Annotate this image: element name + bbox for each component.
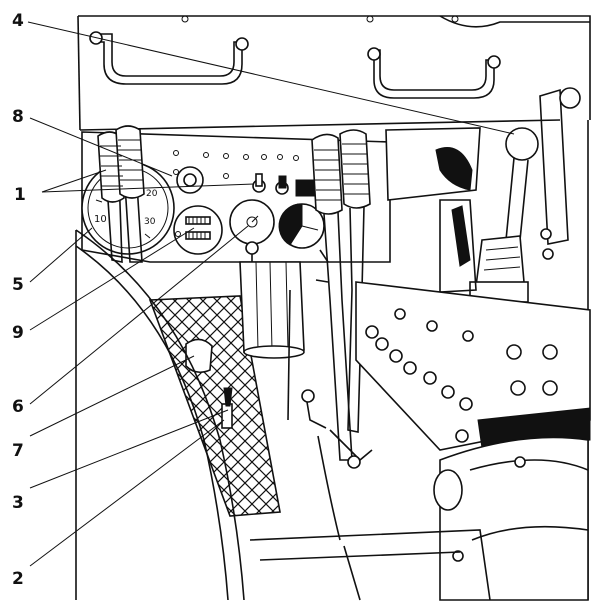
- counter-gauge: [173, 205, 223, 255]
- callout-7: 7: [12, 441, 24, 461]
- callout-5: 5: [12, 275, 24, 295]
- speedo-tick-20: 20: [146, 189, 158, 199]
- right-lever-grips: [311, 129, 371, 215]
- hatch-rim: [75, 229, 245, 601]
- engine-block: [355, 281, 591, 451]
- callout-2: 2: [12, 569, 24, 589]
- floor-latch: [221, 387, 233, 429]
- gear-shift-assembly: [469, 127, 539, 303]
- callout-8: 8: [12, 107, 24, 127]
- callout-9: 9: [12, 323, 24, 343]
- fuel-tank: [239, 261, 305, 359]
- small-dial-gauge: [229, 199, 275, 245]
- callout-3: 3: [12, 493, 24, 513]
- floor-pedal: [185, 338, 213, 374]
- gearbox-housing: [433, 436, 589, 601]
- right-steering-levers: [311, 129, 371, 461]
- callout-labels: 4 8 1 5 9 6 7 3 2: [12, 11, 26, 589]
- speedo-tick-30: 30: [144, 217, 156, 227]
- engine-bolts: [365, 308, 558, 443]
- pressure-gauge: [278, 203, 325, 249]
- roof-frame: [77, 15, 591, 131]
- warning-lamp: [176, 166, 204, 194]
- left-lever-grips: [97, 125, 145, 203]
- left-grab-handle: [89, 31, 249, 85]
- toggle-switches: [252, 173, 319, 197]
- right-grab-handle: [367, 47, 501, 99]
- speedo-tick-10: 10: [94, 214, 107, 225]
- indicator-lamps-row: [173, 150, 299, 179]
- callout-6: 6: [12, 397, 24, 417]
- callout-1: 1: [14, 185, 26, 205]
- control-rods: [249, 289, 491, 601]
- callout-4: 4: [12, 11, 24, 31]
- left-steering-levers: [97, 125, 145, 263]
- leader-lines: [27, 21, 515, 567]
